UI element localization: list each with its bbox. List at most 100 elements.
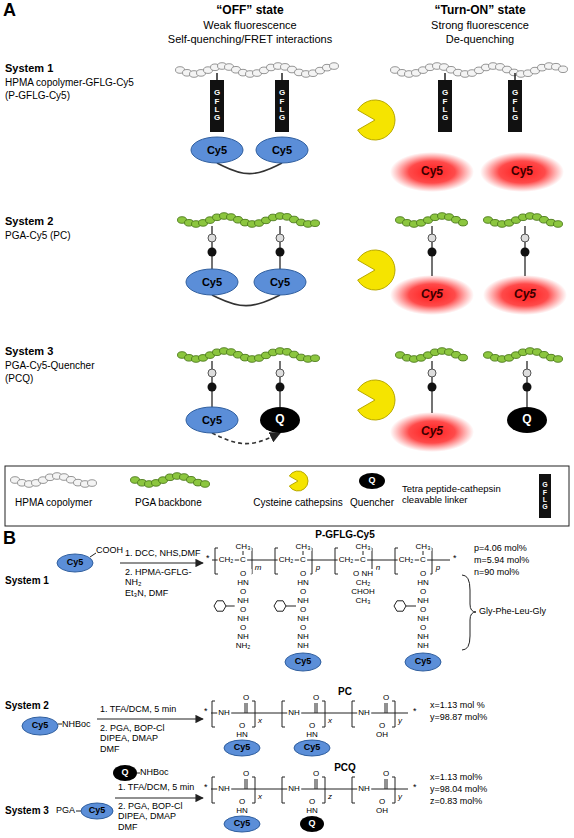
- hpma-chain: [11, 473, 97, 488]
- text-label: x: [258, 792, 262, 801]
- cy5-dye: Cy5: [285, 653, 321, 671]
- dye-ellipse: [294, 740, 330, 756]
- text-label: O: [382, 693, 390, 702]
- text-label: x: [328, 716, 332, 725]
- cathepsin-pacman: [358, 250, 395, 290]
- side-chain: O HN: [235, 721, 249, 739]
- node-text: Q: [522, 413, 531, 426]
- linker-stem: [523, 361, 532, 407]
- node-text: Q: [275, 413, 284, 426]
- carbonyl-bond: [247, 703, 248, 713]
- linker-rect: [438, 80, 452, 132]
- cy5-dye: Cy5: [405, 653, 441, 671]
- carbonyl-bond: [315, 703, 316, 713]
- text-label: NH: [357, 784, 371, 793]
- stem-bead: [208, 234, 216, 242]
- legend-text: PGA backbone: [135, 497, 202, 509]
- node-text: Cy5: [207, 144, 227, 156]
- text-label: System 3: [5, 805, 49, 817]
- text-label: P-GFLG-Cy5: [315, 529, 374, 541]
- bond: [90, 553, 96, 557]
- node-text: Cy5: [270, 276, 290, 288]
- linker-box: G F L G: [275, 80, 289, 132]
- node-text: Cy5: [511, 165, 533, 178]
- node-text: G F L G: [512, 89, 518, 123]
- text-label: PGA-Cy5 (PC): [5, 230, 71, 242]
- text-label: B: [3, 528, 16, 549]
- quencher: Q: [359, 473, 385, 489]
- carbonyl-bond: [387, 703, 388, 713]
- text-label: (P-GFLG-Cy5): [5, 90, 70, 102]
- text-label: Et₃N, DMF: [125, 588, 168, 598]
- bracket: [212, 777, 215, 803]
- text-label: p: [436, 563, 440, 572]
- dye-ellipse: [260, 407, 300, 433]
- backbone-bond: [211, 713, 408, 714]
- text-label: Self-quenching/FRET interactions: [168, 33, 332, 46]
- legend-text: HPMA copolymer: [15, 497, 92, 509]
- text-label: De-quenching: [446, 33, 515, 46]
- text-label: System 1: [5, 62, 53, 75]
- drawing: [5, 63, 569, 811]
- cy5-dye: Cy5: [224, 740, 260, 756]
- stem-bead: [276, 248, 285, 257]
- text-label: System 2: [5, 215, 53, 228]
- text-label: O: [382, 769, 390, 778]
- linker-box: G F L G: [210, 80, 224, 132]
- bead: [311, 220, 320, 227]
- quench-link: [212, 295, 280, 306]
- cy5-dye: Cy5: [22, 717, 58, 735]
- node-text: Cy5: [514, 288, 536, 301]
- dye-ellipse: [224, 816, 260, 832]
- linker-rect: [210, 80, 224, 132]
- bond: [58, 724, 62, 725]
- dye-ellipse: [191, 137, 243, 163]
- node-text: Cy5: [295, 657, 312, 667]
- bracket: [282, 701, 285, 727]
- node-text: Cy5: [234, 743, 251, 753]
- node-text: Cy5: [202, 414, 222, 426]
- linker-rect: [539, 474, 551, 518]
- linker-bond: [514, 73, 516, 80]
- text-label: x=1.13 mol %: [430, 700, 485, 710]
- cy5-glow: Cy5: [483, 275, 567, 315]
- reaction-arrow: [120, 562, 203, 563]
- text-label: PC: [338, 686, 352, 698]
- pga-chain: [178, 348, 320, 363]
- carbonyl-bond: [317, 779, 318, 789]
- text-label: “OFF” state: [216, 4, 283, 18]
- side-chain: O HN O NH O NH O NH NH: [416, 569, 430, 650]
- stem-bead: [523, 383, 532, 392]
- text-label: z: [328, 792, 332, 801]
- text-label: 1. TFA/DCM, 5 min: [100, 704, 176, 714]
- cy5-dye: Cy5: [186, 407, 238, 433]
- legend-text: Quencher: [350, 497, 394, 509]
- dye-ellipse: [186, 407, 238, 433]
- node-text: Cy5: [415, 657, 432, 667]
- pga-chain: [396, 213, 468, 228]
- text-label: 1. TFA/DCM, 5 min: [118, 782, 194, 792]
- text-label: y=98.04 mol%: [430, 784, 487, 794]
- cy5-dye: Cy5: [224, 816, 260, 832]
- text-label: n=90 mol%: [474, 567, 519, 577]
- node-text: G F L G: [279, 89, 285, 123]
- pga-chain: [484, 213, 563, 228]
- carbonyl-bond: [247, 779, 248, 789]
- text-label: 2. PGA, BOP-Cl DIPEA, DMAP DMF: [118, 801, 190, 832]
- text-label: COOH: [96, 545, 123, 555]
- bond: [286, 606, 296, 607]
- dye-ellipse: [390, 152, 474, 192]
- node-text: Cy5: [421, 425, 443, 438]
- node-text: Q: [308, 819, 315, 829]
- bracket: [252, 777, 255, 803]
- text-label: CH₃: [355, 542, 372, 551]
- bead: [311, 355, 320, 362]
- text-label: m: [255, 563, 262, 572]
- text-label: NHBoc: [62, 719, 91, 729]
- cathepsin-pacman: [358, 100, 395, 140]
- text-label: CH₃: [295, 542, 312, 551]
- curly-brace: [462, 575, 476, 650]
- dye-ellipse: [285, 653, 321, 671]
- bracket: [282, 777, 285, 803]
- phenyl-ring: [394, 601, 406, 611]
